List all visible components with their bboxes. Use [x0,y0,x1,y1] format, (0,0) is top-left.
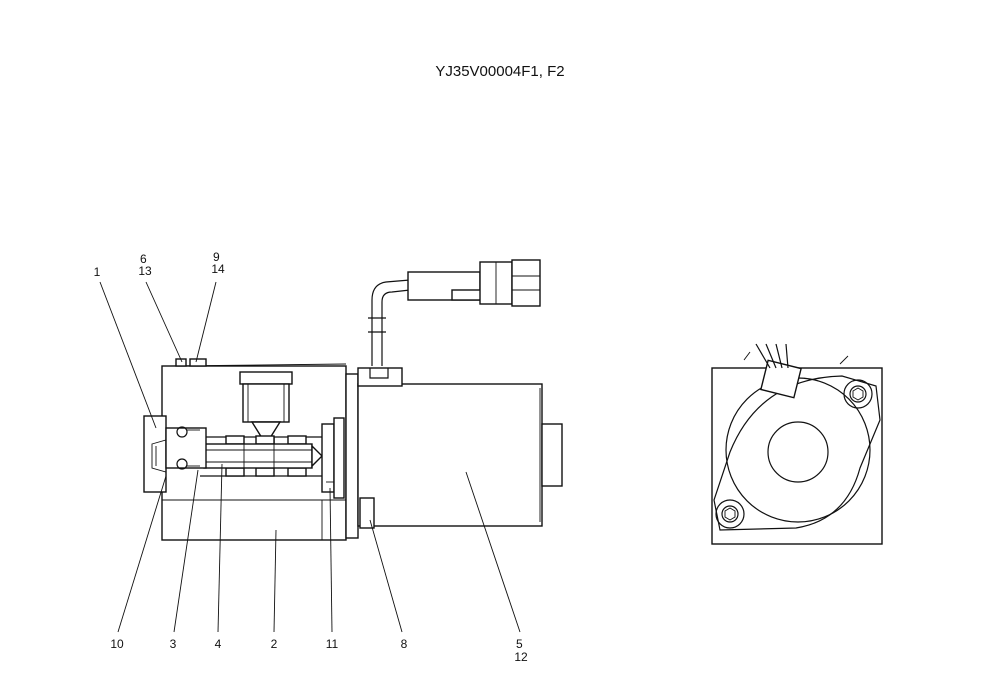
callout-4: 4 [215,637,222,651]
end-plug [143,415,207,493]
leader-lines [99,281,521,633]
end-view [711,343,883,545]
side-view [143,259,563,541]
callout-labels: 1 6 13 9 14 10 3 4 2 11 8 5 12 [94,250,528,664]
callout-5-12: 5 12 [514,637,528,664]
callout-3: 3 [170,637,177,651]
callout-8: 8 [401,637,408,651]
port-cap [239,371,293,445]
callout-10: 10 [110,637,124,651]
diagram-title: YJ35V00004F1, F2 [435,63,564,80]
mounting-flange [321,373,359,539]
solenoid-coil [357,367,563,529]
callout-6-13: 6 13 [138,252,152,278]
callout-1: 1 [94,265,101,279]
callout-9-14: 9 14 [211,250,225,276]
callout-2: 2 [271,637,278,651]
callout-11: 11 [326,637,339,651]
top-screws [175,358,207,367]
cable-connector [368,259,541,366]
